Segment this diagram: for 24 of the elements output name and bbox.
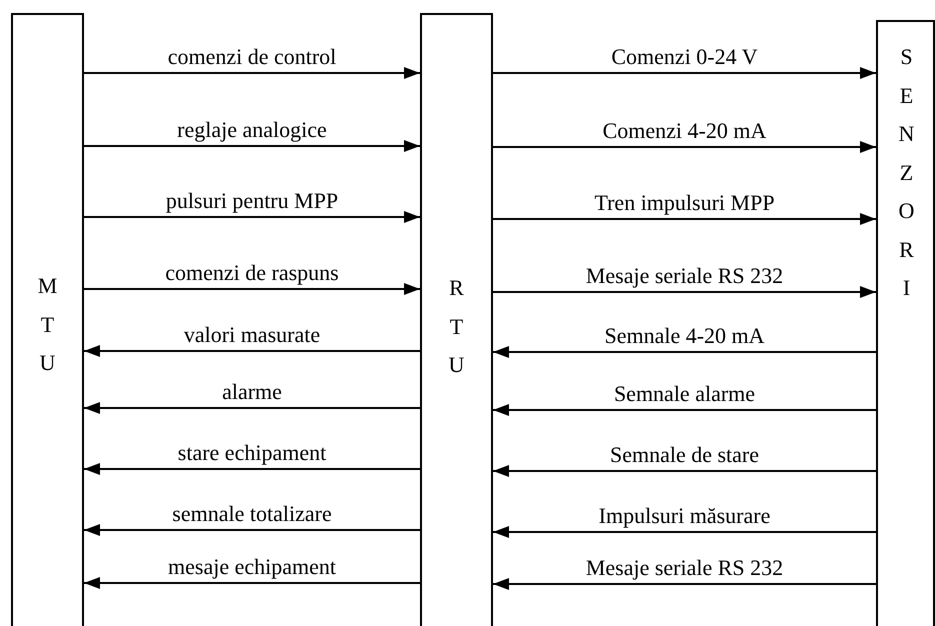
block-label: MTU [38,272,58,377]
block-label: SENZORI [898,43,916,302]
arrow [84,402,420,414]
block-box [876,20,935,626]
arrow [84,283,420,295]
arrow [493,578,876,590]
arrow [84,67,420,79]
arrow [493,286,876,298]
arrow [84,140,420,152]
block-box [11,13,84,626]
arrow [84,463,420,475]
arrow [84,345,420,357]
arrow [84,524,420,536]
arrow [84,577,420,589]
arrow [493,404,876,416]
arrow [493,346,876,358]
arrow [493,465,876,477]
arrow [493,67,876,79]
arrow [84,211,420,223]
block-label: RTU [448,274,466,379]
arrow [493,213,876,225]
arrow [493,141,876,153]
arrow [493,526,876,538]
block-box [420,13,493,626]
